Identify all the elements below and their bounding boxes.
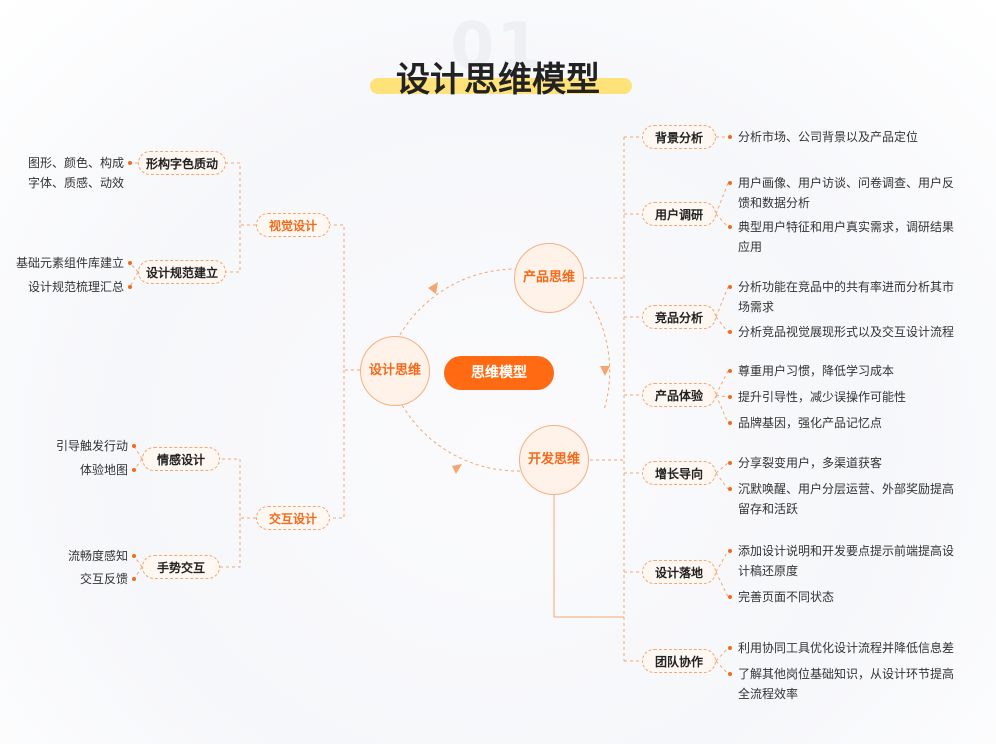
node-form-structure: 形构字色质动 [138, 151, 226, 175]
hub-dev-thinking: 开发思维 [519, 425, 589, 495]
leaf-text: 分析功能在竞品中的共有率进而分析其市 [728, 277, 990, 297]
bullet-dot [728, 548, 732, 553]
leaf-text: 字体、质感、动效 [27, 176, 124, 190]
node-product-experience: 产品体验 [642, 383, 716, 407]
node-design-spec: 设计规范建立 [138, 260, 226, 284]
bullet-dot [728, 394, 732, 399]
link-interaction-node2-items [133, 555, 143, 580]
center-node: 思维模型 [444, 356, 554, 390]
link-right-nodes [624, 136, 642, 662]
leaf-text: 沉默唤醒、用户分层运营、外部奖励提高 [728, 479, 990, 499]
bullet-dot [728, 368, 732, 373]
link-design-interaction [330, 370, 345, 519]
node-background-analysis: 背景分析 [642, 125, 716, 149]
bullet-dot [728, 460, 732, 465]
leaf-text: 流畅度感知 [67, 549, 128, 563]
bullet-dot [728, 645, 732, 650]
bullet-dot [132, 468, 136, 472]
ring-arc-right [589, 300, 611, 411]
link-interaction-node1-items [133, 445, 143, 471]
ring-arrow-upper-left [428, 282, 438, 294]
bullet-dot [728, 671, 732, 676]
leaf-text: 留存和活跃 [738, 502, 799, 516]
hub-product-thinking: 产品思维 [514, 243, 584, 313]
leaf-text: 计稿还原度 [738, 564, 799, 578]
link-dev-down [553, 495, 624, 618]
ring-arrow-lower-left [452, 464, 462, 474]
ring-arrow-right [600, 366, 610, 376]
leaf-text: 了解其他岗位基础知识，从设计环节提高 [728, 664, 990, 684]
bullet-dot [728, 284, 732, 289]
page-title: 设计思维模型 [396, 60, 600, 100]
bullet-dot [128, 285, 132, 289]
link-visual-nodes [226, 162, 256, 273]
leaf-text: 利用协同工具优化设计流程并降低信息差 [728, 638, 990, 658]
leaf-text: 典型用户特征和用户真实需求，调研结果 [728, 217, 990, 237]
node-emotional-design: 情感设计 [142, 447, 220, 471]
link-right-items [715, 136, 729, 675]
leaf-text: 基础元素组件库建立 [15, 256, 124, 270]
link-visual-node2-items [129, 262, 139, 288]
bullet-dot [728, 594, 732, 599]
link-design-visual [330, 224, 360, 371]
background-number: 01 [450, 10, 544, 84]
bullet-dot [132, 444, 136, 448]
leaf-text: 交互反馈 [79, 572, 128, 586]
ring-arc-bottom [401, 404, 521, 472]
bullet-dot [128, 261, 132, 265]
node-design-delivery: 设计落地 [642, 560, 716, 584]
branch-visual-design: 视觉设计 [256, 213, 330, 237]
bullet-dot [132, 577, 136, 581]
leaf-text: 馈和数据分析 [738, 196, 811, 210]
bullet-dot [728, 224, 732, 229]
node-growth-oriented: 增长导向 [642, 461, 716, 485]
leaf-text: 引导触发行动 [55, 439, 128, 453]
leaf-text: 应用 [738, 240, 763, 254]
bullet-dot [128, 161, 132, 165]
leaf-text: 品牌基因，强化产品记忆点 [728, 413, 990, 433]
node-team-collaboration: 团队协作 [642, 649, 716, 673]
title-highlight [370, 78, 632, 94]
bullet-dot [132, 554, 136, 558]
node-competitor-analysis: 竞品分析 [642, 305, 716, 329]
leaf-text: 尊重用户习惯，降低学习成本 [728, 361, 990, 381]
bullet-dot [728, 420, 732, 425]
leaf-text: 全流程效率 [738, 687, 799, 701]
leaf-text: 用户画像、用户访谈、问卷调查、用户反 [728, 173, 990, 193]
bullet-dot [728, 180, 732, 185]
node-user-research: 用户调研 [642, 202, 716, 226]
node-gesture-interaction: 手势交互 [142, 555, 220, 579]
ring-arc-top [396, 268, 519, 341]
bullet-dot [728, 134, 732, 139]
bullet-dot [728, 329, 732, 334]
branch-interaction-design: 交互设计 [256, 506, 330, 530]
leaf-text: 图形、颜色、构成 [27, 156, 124, 170]
hub-design-thinking: 设计思维 [360, 336, 430, 406]
leaf-text: 场需求 [738, 300, 775, 314]
leaf-text: 添加设计说明和开发要点提示前端提高设 [728, 541, 990, 561]
leaf-text: 体验地图 [79, 463, 128, 477]
leaf-text: 分析竞品视觉展现形式以及交互设计流程 [728, 322, 990, 342]
leaf-text: 分析市场、公司背景以及产品定位 [728, 127, 990, 147]
leaf-text: 设计规范梳理汇总 [27, 280, 124, 294]
leaf-text: 完善页面不同状态 [728, 587, 990, 607]
leaf-text: 分享裂变用户，多渠道获客 [728, 453, 990, 473]
leaf-text: 提升引导性，减少误操作可能性 [728, 387, 990, 407]
bullet-dot [728, 486, 732, 491]
link-interaction-nodes [220, 458, 256, 568]
